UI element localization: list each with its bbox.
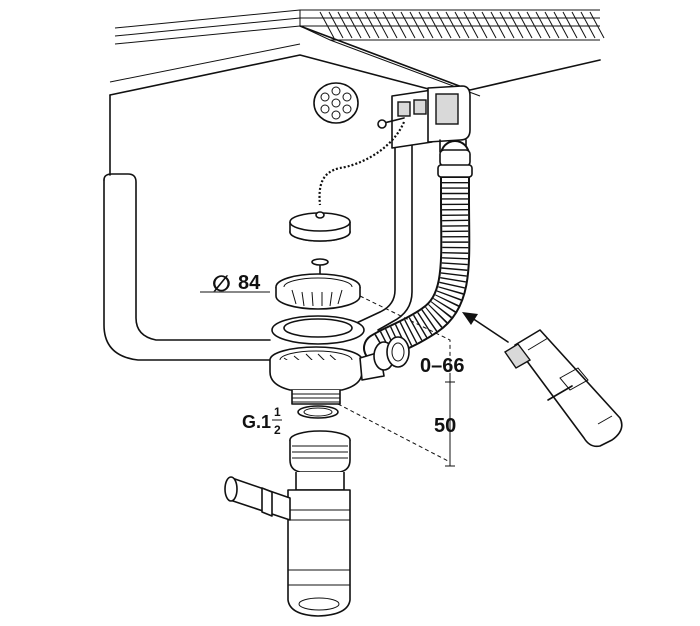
- thread-size-label: G.1: [242, 412, 271, 432]
- utility-knife-icon: [504, 329, 623, 448]
- thread-fraction-denominator: 2: [274, 423, 281, 437]
- sink-rib-line: [418, 11, 434, 39]
- sink-rib-line: [463, 11, 479, 39]
- sink-rib-line: [391, 11, 407, 39]
- sink-rib-line: [328, 11, 344, 39]
- sink-rib-line: [382, 11, 398, 39]
- plug-chain: [318, 117, 406, 206]
- sink-rib-line: [571, 11, 587, 39]
- sink-rib-line: [544, 11, 560, 39]
- dimension-lines: [200, 291, 455, 467]
- sink-rib-line: [355, 11, 371, 39]
- sink-rib-line: [580, 11, 596, 39]
- sealing-washer: [271, 315, 365, 345]
- adjust-range-label: 0–66: [420, 355, 465, 377]
- height-label: 50: [434, 415, 456, 437]
- sink-rib-line: [400, 11, 416, 39]
- sink-rib-line: [427, 11, 443, 39]
- sink-bowl: [103, 43, 441, 361]
- sink-rib-line: [535, 11, 551, 39]
- sink-rib-line: [445, 11, 461, 39]
- sink-rib-line: [481, 11, 497, 39]
- sink-back-edge: [114, 9, 605, 97]
- cut-arrow: [462, 312, 509, 343]
- bottle-trap: [224, 430, 351, 617]
- overflow-hose: [363, 140, 473, 363]
- sink-rib-line: [409, 11, 425, 39]
- sink-rib-line: [454, 11, 470, 39]
- sink-rib-line: [346, 11, 362, 39]
- strainer-basket: [275, 258, 361, 310]
- diameter-symbol: ∅: [212, 271, 231, 296]
- sink-rib-line: [319, 11, 335, 39]
- sink-rib-line: [373, 11, 389, 39]
- sink-rib-line: [472, 11, 488, 39]
- sink-rib-line: [337, 11, 353, 39]
- thread-fraction-numerator: 1: [274, 405, 281, 419]
- sink-rib-line: [553, 11, 569, 39]
- plug-stopper: [289, 211, 351, 242]
- sink-rib-line: [499, 11, 515, 39]
- sink-rib-line: [526, 11, 542, 39]
- sink-rib-line: [490, 11, 506, 39]
- overflow-grille: [313, 82, 359, 124]
- sink-rib-line: [508, 11, 524, 39]
- overflow-housing: [391, 85, 471, 153]
- sink-rib-line: [562, 11, 578, 39]
- lock-nut: [297, 405, 339, 419]
- sink-rib-line: [436, 11, 452, 39]
- sink-rib-line: [589, 11, 605, 39]
- diameter-label: 84: [238, 272, 261, 294]
- drain-body: [269, 336, 410, 405]
- sink-rib-line: [364, 11, 380, 39]
- sink-rib-line: [517, 11, 533, 39]
